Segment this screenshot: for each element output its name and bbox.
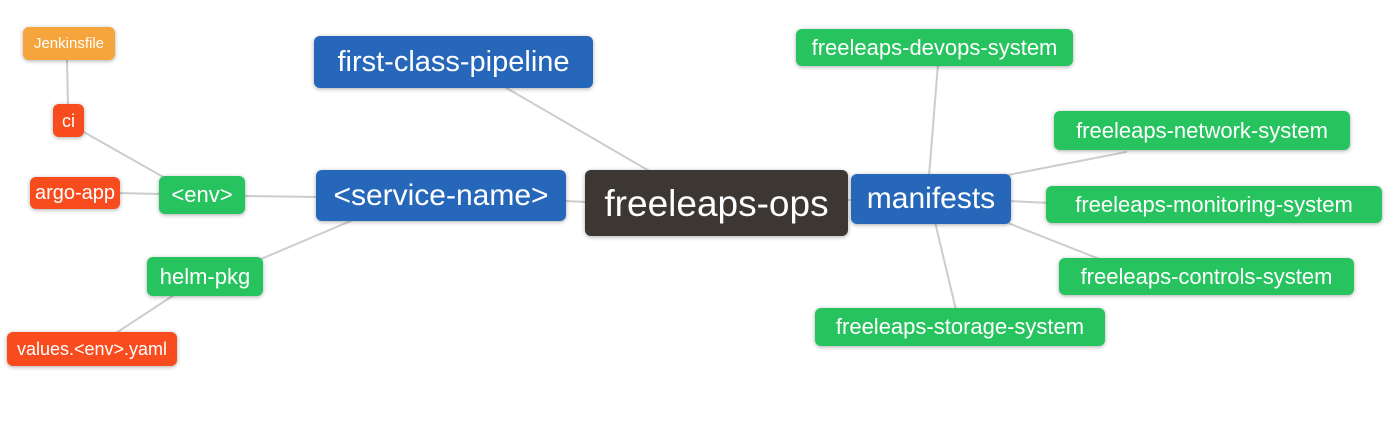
- edge-manifests-to-network-system: [1007, 151, 1127, 176]
- edge-manifests-to-devops-system: [928, 63, 939, 177]
- node-storage-system[interactable]: freeleaps-storage-system: [815, 308, 1105, 346]
- edge-env-to-service-name: [242, 195, 319, 198]
- node-argo-app[interactable]: argo-app: [30, 177, 120, 209]
- node-values-env-yaml[interactable]: values.<env>.yaml: [7, 332, 177, 366]
- node-network-system[interactable]: freeleaps-network-system: [1054, 111, 1350, 150]
- edge-service-name-to-freeleaps-ops: [563, 200, 588, 203]
- node-manifests[interactable]: manifests: [851, 174, 1011, 224]
- edge-manifests-to-controls-system: [1007, 222, 1103, 261]
- node-first-class-pipeline[interactable]: first-class-pipeline: [314, 36, 593, 88]
- node-service-name[interactable]: <service-name>: [316, 170, 566, 221]
- node-freeleaps-ops[interactable]: freeleaps-ops: [585, 170, 848, 236]
- node-monitoring-system[interactable]: freeleaps-monitoring-system: [1046, 186, 1382, 223]
- edge-ci-to-env: [81, 130, 166, 179]
- edge-first-class-pipeline-to-freeleaps-ops: [502, 85, 652, 173]
- node-ci[interactable]: ci: [53, 104, 84, 137]
- node-controls-system[interactable]: freeleaps-controls-system: [1059, 258, 1354, 295]
- edge-jenkinsfile-to-ci: [66, 59, 69, 107]
- edge-values-env-yaml-to-helm-pkg: [115, 294, 175, 334]
- edge-manifests-to-storage-system: [934, 221, 957, 311]
- node-jenkinsfile[interactable]: Jenkinsfile: [23, 27, 115, 60]
- edge-manifests-to-monitoring-system: [1008, 200, 1051, 204]
- edge-helm-pkg-to-service-name: [260, 219, 354, 260]
- node-helm-pkg[interactable]: helm-pkg: [147, 257, 263, 296]
- node-devops-system[interactable]: freeleaps-devops-system: [796, 29, 1073, 66]
- node-env[interactable]: <env>: [159, 176, 245, 214]
- edge-argo-app-to-env: [117, 192, 162, 195]
